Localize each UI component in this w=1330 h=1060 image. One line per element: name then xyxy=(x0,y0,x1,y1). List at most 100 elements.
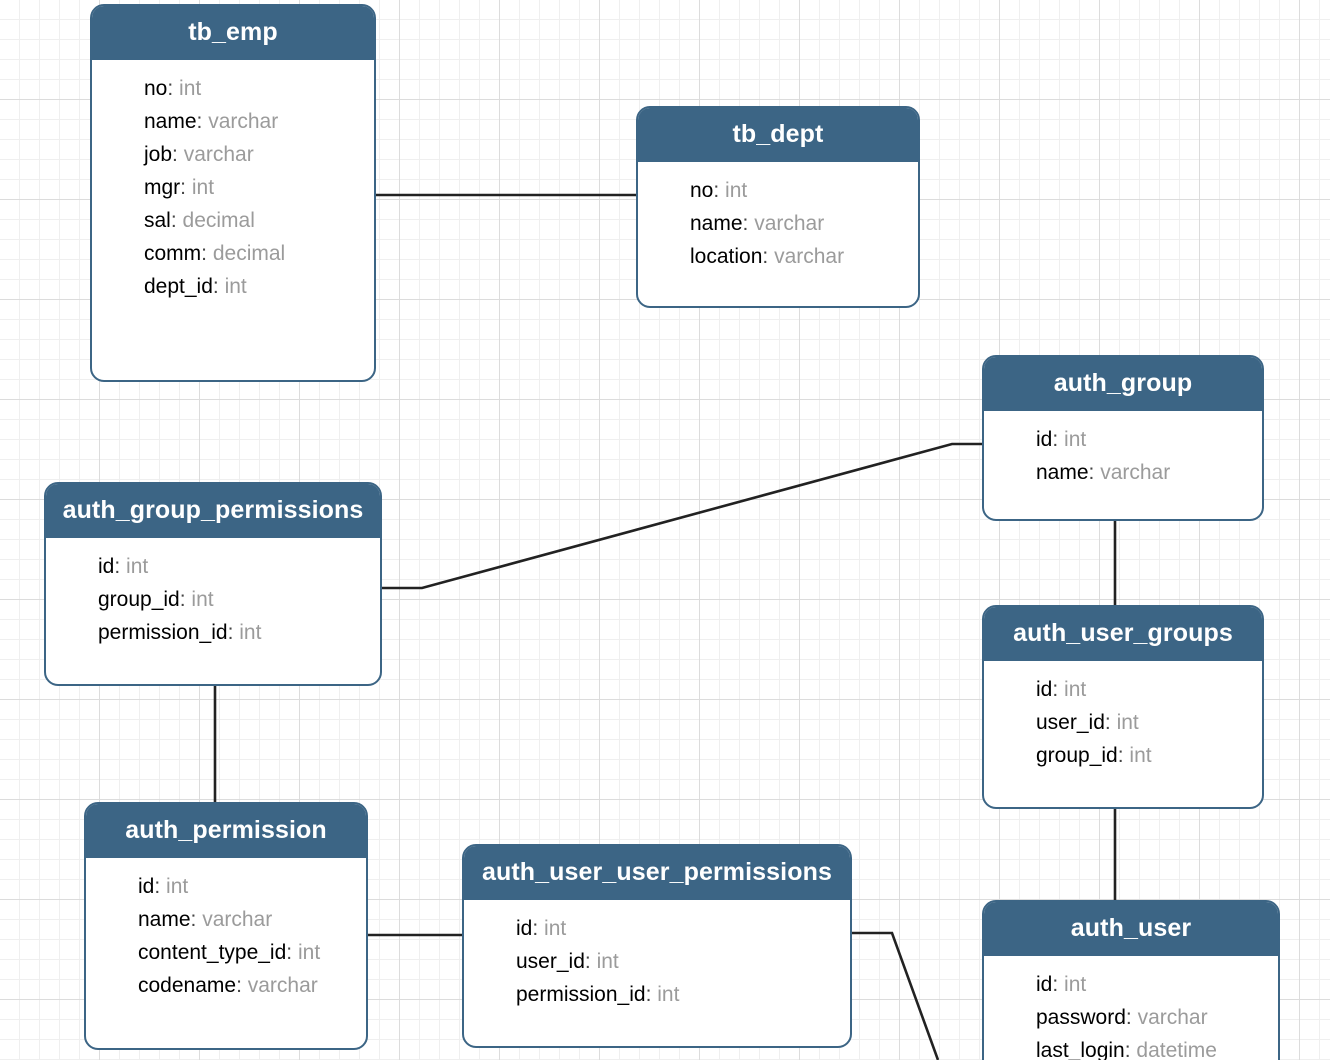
entity-field[interactable]: permission_id: int xyxy=(46,616,380,649)
field-name: user_id xyxy=(1036,711,1105,734)
relationship-line[interactable] xyxy=(852,931,940,1060)
field-name: id xyxy=(1036,973,1053,996)
field-name: dept_id xyxy=(144,275,213,298)
entity-field[interactable]: id: int xyxy=(984,968,1278,1001)
field-type: int xyxy=(126,555,149,578)
field-name: id xyxy=(1036,678,1053,701)
entity-field[interactable]: id: int xyxy=(464,912,850,945)
field-type: datetime xyxy=(1136,1039,1217,1060)
field-type: int xyxy=(191,588,214,611)
entity-field[interactable]: content_type_id: int xyxy=(86,936,366,969)
entity-field[interactable]: name: varchar xyxy=(638,207,918,240)
field-name: content_type_id xyxy=(138,941,287,964)
field-separator: : xyxy=(645,983,658,1006)
entity-field[interactable]: id: int xyxy=(46,550,380,583)
field-name: no xyxy=(690,179,714,202)
entity-field[interactable]: no: int xyxy=(92,72,374,105)
field-separator: : xyxy=(170,209,183,232)
field-separator: : xyxy=(1088,461,1101,484)
entity-title-auth_permission[interactable]: auth_permission xyxy=(86,804,366,858)
entity-field[interactable]: name: varchar xyxy=(984,456,1262,489)
field-type: int xyxy=(725,179,748,202)
field-separator: : xyxy=(713,179,726,202)
field-separator: : xyxy=(1104,711,1117,734)
entity-field[interactable]: user_id: int xyxy=(464,945,850,978)
field-type: int xyxy=(224,275,247,298)
field-separator: : xyxy=(201,242,213,265)
field-name: mgr xyxy=(144,176,181,199)
field-type: varchar xyxy=(202,908,273,931)
entity-field[interactable]: id: int xyxy=(984,673,1262,706)
entity-field[interactable]: mgr: int xyxy=(92,171,374,204)
field-name: id xyxy=(138,875,155,898)
field-type: int xyxy=(166,875,189,898)
field-separator: : xyxy=(584,950,597,973)
field-type: decimal xyxy=(182,209,255,232)
field-type: int xyxy=(1064,678,1087,701)
field-name: group_id xyxy=(98,588,180,611)
entity-field[interactable]: last_login: datetime xyxy=(984,1034,1278,1060)
field-name: last_login xyxy=(1036,1039,1125,1060)
field-name: id xyxy=(98,555,115,578)
entity-field[interactable]: comm: decimal xyxy=(92,237,374,270)
entity-title-auth_user[interactable]: auth_user xyxy=(984,902,1278,956)
entity-field[interactable]: group_id: int xyxy=(984,739,1262,772)
field-type: varchar xyxy=(208,110,279,133)
field-name: sal xyxy=(144,209,171,232)
entity-title-auth_group[interactable]: auth_group xyxy=(984,357,1262,411)
entity-field[interactable]: group_id: int xyxy=(46,583,380,616)
entity-field[interactable]: id: int xyxy=(86,870,366,903)
field-separator: : xyxy=(286,941,298,964)
entity-field[interactable]: user_id: int xyxy=(984,706,1262,739)
entity-title-tb_dept[interactable]: tb_dept xyxy=(638,108,918,162)
entity-title-auth_user_groups[interactable]: auth_user_groups xyxy=(984,607,1262,661)
field-separator: : xyxy=(227,621,240,644)
field-separator: : xyxy=(154,875,167,898)
entity-field[interactable]: id: int xyxy=(984,423,1262,456)
entity-title-auth_group_permissions[interactable]: auth_group_permissions xyxy=(46,484,380,538)
field-separator: : xyxy=(1124,1039,1137,1060)
field-name: codename xyxy=(138,974,237,997)
entity-field[interactable]: job: varchar xyxy=(92,138,374,171)
field-separator: : xyxy=(236,974,248,997)
field-separator: : xyxy=(1125,1006,1138,1029)
entity-field[interactable]: codename: varchar xyxy=(86,969,366,1002)
entity-field[interactable]: permission_id: int xyxy=(464,978,850,1011)
entity-title-auth_user_user_permissions[interactable]: auth_user_user_permissions xyxy=(464,846,850,900)
field-name: no xyxy=(144,77,168,100)
field-type: int xyxy=(544,917,567,940)
entity-field[interactable]: no: int xyxy=(638,174,918,207)
field-type: int xyxy=(1064,428,1087,451)
relationship-line[interactable] xyxy=(382,442,982,590)
entity-field[interactable]: location: varchar xyxy=(638,240,918,273)
field-type: int xyxy=(596,950,619,973)
field-separator: : xyxy=(1052,973,1065,996)
field-name: comm xyxy=(144,242,202,265)
field-type: varchar xyxy=(1100,461,1171,484)
entity-field[interactable]: dept_id: int xyxy=(92,270,374,303)
field-separator: : xyxy=(212,275,225,298)
field-type: int xyxy=(1129,744,1152,767)
entity-title-tb_emp[interactable]: tb_emp xyxy=(92,6,374,60)
field-name: id xyxy=(1036,428,1053,451)
field-name: permission_id xyxy=(516,983,646,1006)
entity-field[interactable]: password: varchar xyxy=(984,1001,1278,1034)
entity-field[interactable]: name: varchar xyxy=(86,903,366,936)
field-name: location xyxy=(690,245,763,268)
entity-field[interactable]: sal: decimal xyxy=(92,204,374,237)
entity-field[interactable]: name: varchar xyxy=(92,105,374,138)
